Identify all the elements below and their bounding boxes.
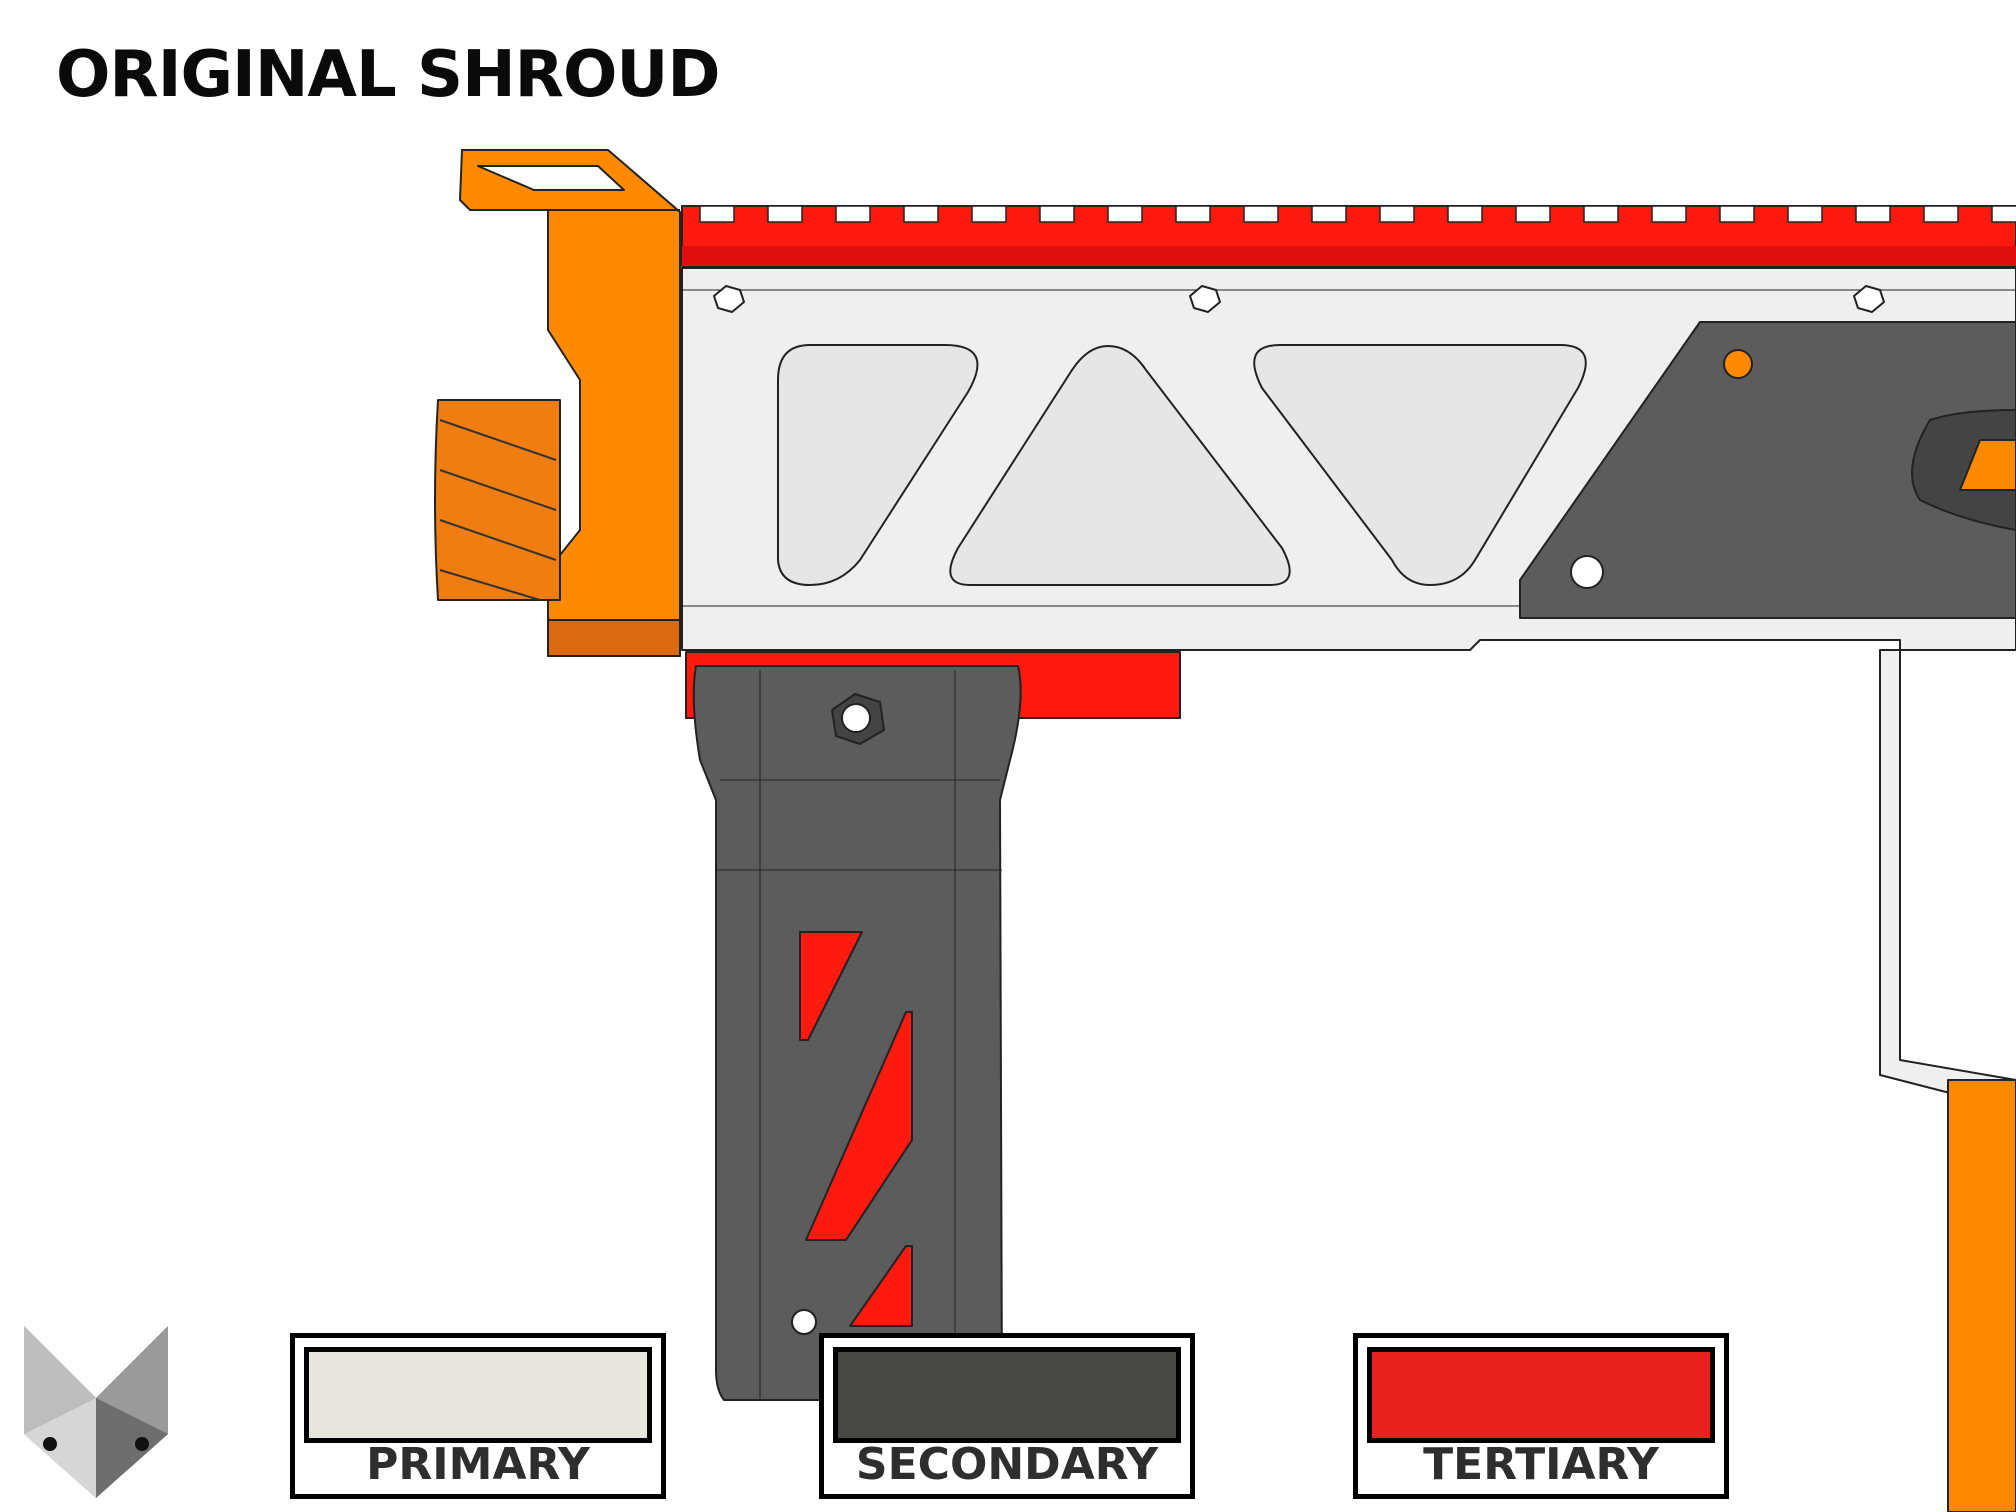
tertiary-label: TERTIARY xyxy=(1423,1439,1659,1490)
legend-primary: PRIMARY xyxy=(290,1333,666,1499)
rail-tooth xyxy=(971,205,1007,223)
endcap xyxy=(434,149,681,657)
legend-tertiary: TERTIARY xyxy=(1353,1333,1729,1499)
rail-tooth xyxy=(1107,205,1143,223)
foregrip xyxy=(692,665,1022,1401)
rail-tooth xyxy=(1583,205,1619,223)
magazine xyxy=(1947,1079,2016,1512)
rail-tooth xyxy=(767,205,803,223)
rail-tooth xyxy=(1855,205,1891,223)
legend-secondary: SECONDARY xyxy=(819,1333,1195,1499)
rail-tooth xyxy=(1039,205,1075,223)
rail-tooth xyxy=(1651,205,1687,223)
rail-tooth xyxy=(1175,205,1211,223)
rail-tooth xyxy=(1719,205,1755,223)
secondary-color-chip xyxy=(833,1347,1181,1443)
tertiary-color-chip xyxy=(1367,1347,1715,1443)
rail-tooth xyxy=(1923,205,1959,223)
secondary-label: SECONDARY xyxy=(855,1439,1159,1490)
rail-tooth xyxy=(1991,205,2016,223)
primary-label: PRIMARY xyxy=(366,1439,590,1490)
hex-bolts xyxy=(713,285,1885,313)
rail-tooth xyxy=(1243,205,1279,223)
rail-tooth xyxy=(1515,205,1551,223)
rail-tooth xyxy=(1787,205,1823,223)
primary-color-chip xyxy=(304,1347,652,1443)
page-title: ORIGINAL SHROUD xyxy=(56,38,720,112)
top-rail xyxy=(681,205,2016,267)
rail-tooth xyxy=(699,205,735,223)
rail-tooth xyxy=(1447,205,1483,223)
rail-tooth xyxy=(835,205,871,223)
rail-tooth xyxy=(1379,205,1415,223)
fox-head-icon xyxy=(24,1326,168,1498)
rail-tooth xyxy=(903,205,939,223)
body-cutouts xyxy=(777,344,1587,586)
side-insert xyxy=(1519,321,2016,619)
rail-tooth xyxy=(1311,205,1347,223)
